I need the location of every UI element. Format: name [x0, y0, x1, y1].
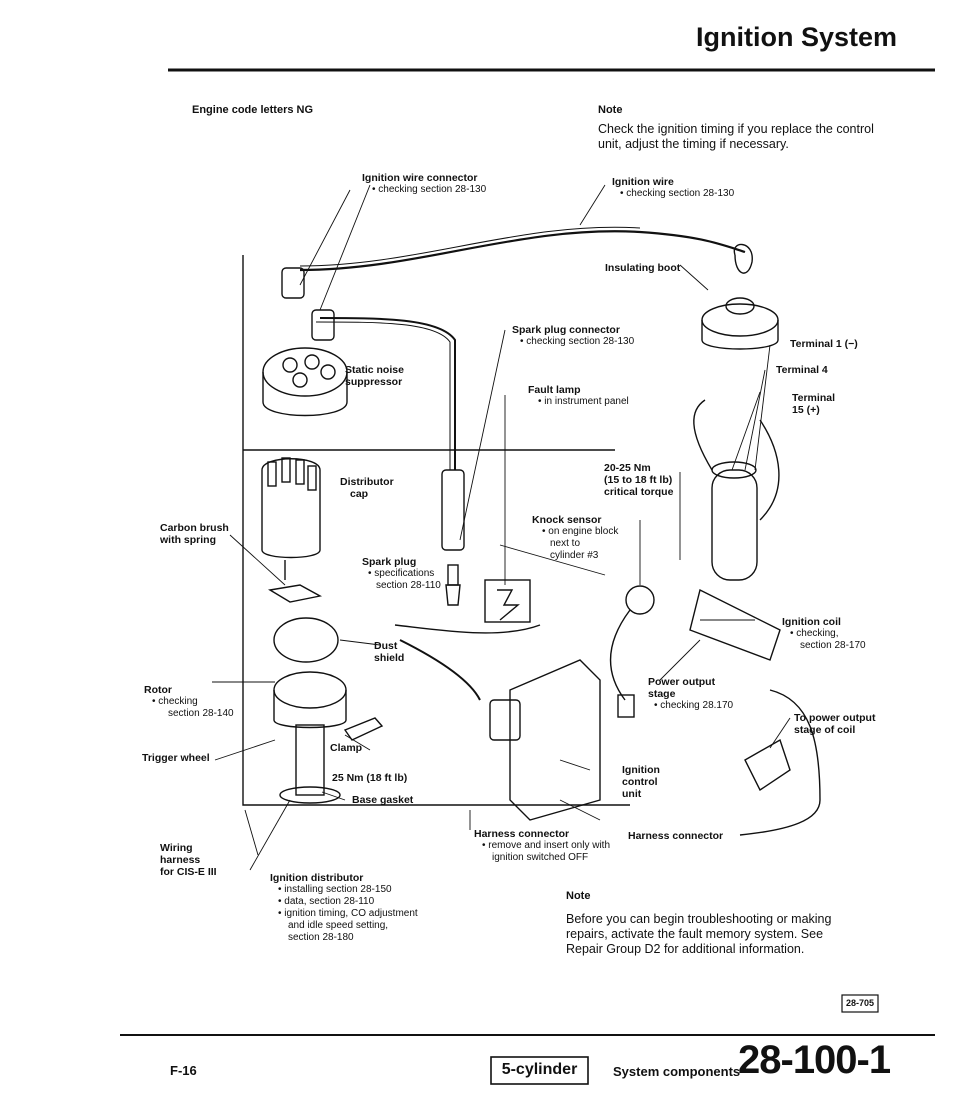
label-trigger-wheel: Trigger wheel — [142, 752, 210, 764]
ignition-coil-shape — [711, 469, 758, 581]
note-top-heading: Note — [598, 104, 623, 116]
label-clamp: Clamp — [330, 742, 363, 754]
label-distributor-cap: Distributor cap — [340, 476, 394, 500]
label-ignition-coil: Ignition coil • checking, section 28-170 — [782, 616, 866, 651]
label-spark-plug: Spark plug • specifications section 28-1… — [362, 556, 441, 591]
label-harness-connector-2: Harness connector — [628, 830, 724, 842]
label-critical-torque: 20-25 Nm (15 to 18 ft lb) critical torqu… — [604, 462, 674, 498]
spark-plug-wire — [319, 317, 456, 470]
ignition-control-unit-shape — [509, 659, 601, 821]
distributor-cap — [261, 458, 321, 559]
distributor-body — [273, 671, 347, 709]
footer-section: System components — [613, 1064, 741, 1079]
label-ignition-wire: Ignition wire • checking section 28-130 — [612, 176, 735, 199]
rotor — [268, 584, 323, 603]
label-wiring-harness: Wiring harness for CIS-E III — [160, 842, 217, 878]
label-ignition-wire-connector: Ignition wire connector • checking secti… — [362, 172, 487, 195]
footer-section-number: 28-100-1 — [738, 1038, 891, 1082]
knock-sensor-shape — [625, 585, 655, 615]
label-rotor: Rotor • checking section 28-140 — [144, 684, 234, 719]
variant-box — [490, 1056, 589, 1085]
wire-connector-1 — [281, 267, 305, 299]
note-bottom-heading: Note — [566, 890, 591, 902]
label-clamp-torque: 25 Nm (18 ft lb) — [332, 772, 408, 784]
coil-cap — [701, 303, 779, 337]
figure-code-box — [841, 994, 879, 1013]
label-fault-lamp: Fault lamp • in instrument panel — [528, 384, 629, 407]
note-bottom-text: Before you can begin troubleshooting or … — [566, 912, 832, 956]
label-base-gasket: Base gasket — [352, 794, 414, 806]
ignition-wire — [299, 230, 746, 272]
wire-connector-2 — [311, 309, 335, 341]
label-terminal-15: Terminal 15 (+) — [792, 392, 835, 416]
coil-lead — [739, 689, 821, 836]
footer-variant: 5-cylinder — [501, 1061, 578, 1078]
label-carbon-brush: Carbon brush with spring — [160, 522, 229, 546]
label-to-power-output-stage: To power output stage of coil — [794, 712, 876, 736]
figure-code: 28-705 — [845, 998, 875, 1008]
label-ignition-distributor: Ignition distributor • installing sectio… — [270, 872, 418, 943]
label-terminal-4: Terminal 4 — [776, 364, 828, 376]
label-spark-plug-connector: Spark plug connector • checking section … — [512, 324, 635, 347]
label-dust-shield: Dust shield — [374, 640, 405, 664]
page-title: Ignition System — [696, 22, 898, 52]
power-output-stage-shape — [689, 588, 781, 661]
note-top-text: Check the ignition timing if you replace… — [598, 122, 874, 151]
label-knock-sensor: Knock sensor • on engine block next to c… — [532, 514, 619, 561]
label-terminal-1: Terminal 1 (−) — [790, 338, 858, 350]
frame-outline — [242, 255, 630, 806]
clamp-shape — [343, 717, 384, 741]
base-gasket-shape — [279, 786, 341, 804]
engine-code-label: Engine code letters NG — [192, 104, 314, 116]
spark-plug — [447, 564, 459, 586]
harness-cable — [394, 624, 541, 634]
insulating-boot — [733, 243, 753, 274]
label-static-noise-suppressor: Static noise suppressor — [345, 364, 404, 388]
distributor-shaft — [295, 724, 325, 796]
fault-lamp — [484, 579, 531, 623]
label-power-output-stage: Power output stage • checking 28.170 — [648, 676, 734, 711]
label-insulating-boot: Insulating boot — [605, 262, 681, 274]
label-ignition-control-unit: Ignition control unit — [622, 764, 660, 800]
label-harness-connector-1: Harness connector • remove and insert on… — [474, 828, 611, 863]
footer-page: F-16 — [170, 1063, 197, 1078]
dust-shield — [273, 617, 339, 663]
spark-plug-boot — [441, 469, 465, 551]
